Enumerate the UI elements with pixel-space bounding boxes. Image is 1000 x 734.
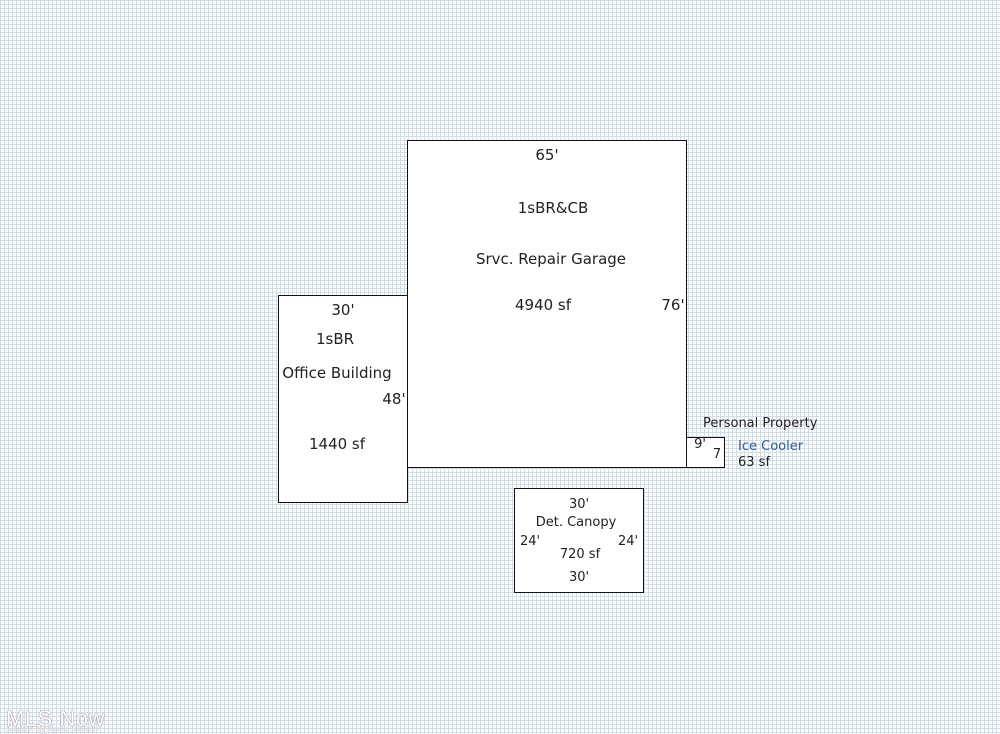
ice-cooler-name: Ice Cooler (738, 439, 804, 454)
canopy-top-dimension: 30' (568, 497, 590, 512)
mls-now-watermark: MLS Now (6, 706, 105, 731)
canopy-left-dimension: 24' (519, 534, 541, 549)
ice-cooler-area: 63 sf (738, 455, 771, 470)
canopy-area: 720 sf (559, 547, 601, 562)
office-top-dimension: 30' (331, 301, 355, 319)
garage-side-dimension: 76' (661, 296, 685, 314)
personal-property-heading: Personal Property (703, 416, 818, 431)
office-area: 1440 sf (308, 435, 366, 453)
office-code: 1sBR (315, 330, 355, 348)
canopy-right-dimension: 24' (617, 534, 639, 549)
canopy-outline (514, 488, 644, 593)
ice-cooler-dimension-a: 9' (694, 437, 706, 452)
ice-cooler-dimension-b: 7 (712, 447, 722, 462)
ice-cooler-outline (686, 437, 725, 468)
sketch-credit: Sketch by Apex Sketch (6, 724, 99, 734)
canopy-name: Det. Canopy (535, 515, 617, 530)
office-outline (278, 295, 408, 503)
canopy-bottom-dimension: 30' (568, 570, 590, 585)
garage-outline (407, 140, 687, 468)
office-name: Office Building (282, 364, 392, 382)
garage-top-dimension: 65' (535, 146, 559, 164)
office-side-dimension: 48' (382, 390, 406, 408)
garage-area: 4940 sf (514, 296, 572, 314)
garage-name: Srvc. Repair Garage (475, 250, 627, 268)
garage-code: 1sBR&CB (517, 199, 589, 217)
